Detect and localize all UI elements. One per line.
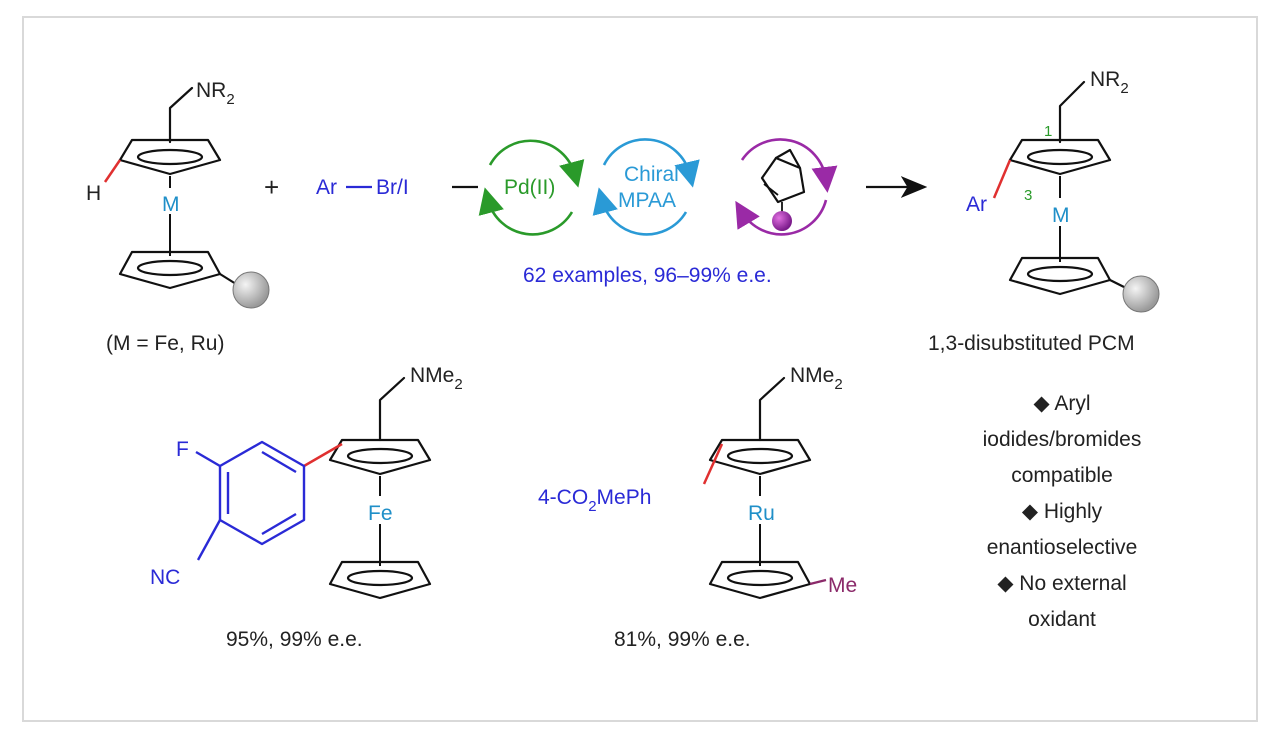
example-2-structure: NMe2 4-CO2MePh Ru Me: [538, 364, 857, 600]
aryl-halide: Ar Br/I: [316, 176, 409, 199]
aryl-label: Ar: [316, 176, 337, 199]
reactant-amine-label: NR2: [196, 79, 235, 108]
feature-line-3: compatible: [1011, 464, 1113, 487]
norbornene-catalytic-cycle: [735, 138, 838, 236]
conditions-summary: 62 examples, 96–99% e.e.: [523, 264, 772, 287]
feature-list: ◆ Aryl iodides/bromides compatible ◆ Hig…: [983, 392, 1142, 631]
figure-frame: [22, 16, 1258, 722]
h-label: H: [86, 182, 101, 205]
example-1-result: 95%, 99% e.e.: [226, 628, 363, 651]
reactant-metallocene: NR2 H M: [86, 79, 270, 309]
example-2-metal-label: Ru: [748, 502, 775, 525]
example-1-structure: NMe2 F NC Fe: [150, 364, 463, 600]
position-1-label: 1: [1044, 123, 1052, 140]
pd-cycle-label: Pd(II): [504, 176, 555, 199]
example-1-amine-label: NMe2: [410, 364, 463, 393]
metal-note: (M = Fe, Ru): [106, 332, 224, 355]
product-amine-label: NR2: [1090, 68, 1129, 97]
product-metallocene: NR2 1 Ar 3 M: [966, 68, 1160, 313]
feature-line-5: enantioselective: [987, 536, 1138, 559]
product-ar-label: Ar: [966, 193, 987, 216]
example-2-methyl-label: Me: [828, 574, 857, 597]
example-2-amine-label: NMe2: [790, 364, 843, 393]
example-1-fluoro-label: F: [176, 438, 189, 461]
halide-label: Br/I: [376, 176, 409, 199]
feature-line-7: oxidant: [1028, 608, 1096, 631]
mpaa-cycle-label-2: MPAA: [618, 189, 676, 212]
feature-line-6: ◆ No external: [997, 572, 1126, 595]
example-1-nitrile-label: NC: [150, 566, 180, 589]
feature-line-4: ◆ Highly: [1022, 500, 1103, 523]
plus-sign: +: [264, 172, 279, 202]
feature-line-1: ◆ Aryl: [1034, 392, 1091, 415]
product-metal-label: M: [1052, 204, 1070, 227]
mpaa-catalytic-cycle: Chiral MPAA: [592, 138, 700, 236]
feature-line-2: iodides/bromides: [983, 428, 1142, 451]
reactant-metal-label: M: [162, 193, 180, 216]
example-2-aryl-label: 4-CO2MePh: [538, 486, 651, 515]
example-2-result: 81%, 99% e.e.: [614, 628, 751, 651]
position-3-label: 3: [1024, 187, 1032, 204]
example-1-metal-label: Fe: [368, 502, 393, 525]
pd-catalytic-cycle: Pd(II): [478, 139, 585, 236]
mpaa-cycle-label-1: Chiral: [624, 163, 679, 186]
product-caption: 1,3-disubstituted PCM: [928, 332, 1135, 355]
